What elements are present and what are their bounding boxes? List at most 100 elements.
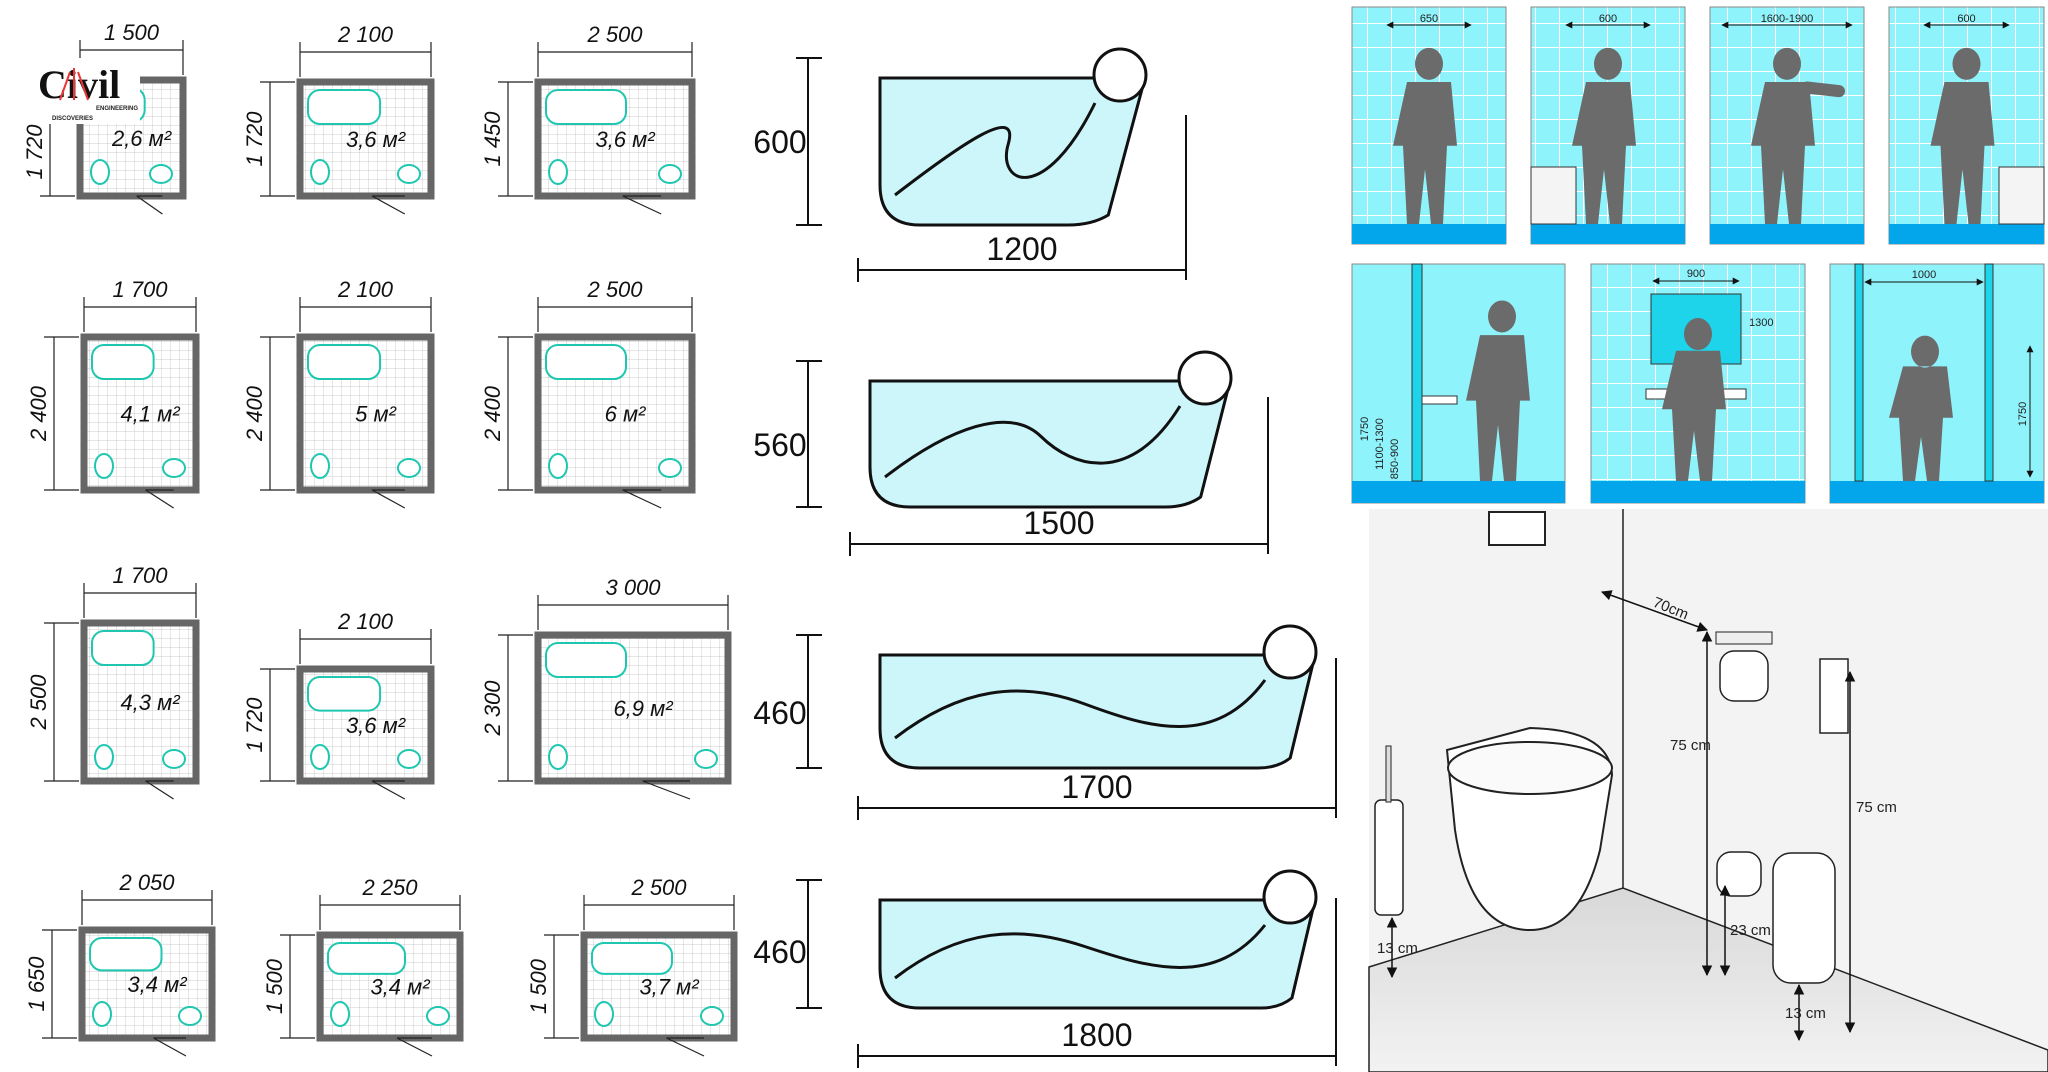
bathtub-fixture [307, 344, 382, 380]
sink-fixture [694, 749, 718, 769]
sink-fixture [397, 164, 421, 184]
posture-width-label: 650 [1420, 13, 1438, 25]
posture-width-label: 1600-1900 [1761, 13, 1814, 25]
posture-panel: 600 [1530, 6, 1686, 245]
height-dimension-line [498, 336, 533, 491]
height-dimension-line [260, 336, 295, 491]
toilet-fixture [548, 159, 568, 185]
floor-strip [1531, 224, 1685, 244]
bathtub-fixture [91, 344, 155, 380]
person-head [1262, 624, 1318, 680]
toilet-fixture [594, 1001, 614, 1027]
floor-strip [1710, 224, 1864, 244]
plan-width-label: 2 100 [337, 609, 394, 634]
plan-height-label: 1 500 [262, 958, 287, 1014]
toilet-seat [1447, 741, 1613, 795]
extended-arm [1801, 81, 1845, 98]
depth-dimension-line [796, 57, 822, 226]
plan-height-label: 2 400 [26, 385, 51, 442]
width-dimension-line [81, 890, 213, 925]
plan-height-label: 2 400 [242, 385, 267, 442]
sink-fixture [397, 458, 421, 478]
bridge-icon [59, 68, 89, 101]
plan-area-label: 3,4 м² [127, 972, 187, 997]
bathtub-fixture [327, 942, 406, 975]
tub-length-label: 1500 [1023, 505, 1094, 541]
plan-width-label: 2 250 [361, 875, 418, 900]
toilet-fixture [90, 159, 110, 185]
toilet-fixture [548, 744, 568, 770]
floor-strip [1889, 224, 2044, 244]
sink-fixture [162, 749, 186, 769]
length-dimension-line [857, 898, 1337, 1068]
width-dimension-line [83, 297, 197, 332]
wall-section [1854, 263, 1864, 482]
bathtub-fixture [545, 89, 627, 125]
width-dimension-line [583, 895, 735, 930]
door-icon [642, 780, 691, 800]
person-silhouette [1572, 47, 1636, 225]
bathtub-fixture [591, 942, 673, 975]
bin-clearance-label: 13 cm [1785, 1005, 1826, 1022]
width-dimension-line [299, 42, 432, 77]
logo-background [36, 58, 140, 124]
plan-area-label: 2,6 м² [111, 126, 172, 151]
person-silhouette [1889, 335, 1953, 481]
width-dimension-line [537, 297, 693, 332]
plan-height-label: 2 500 [26, 674, 51, 731]
mirror-height-label: 1300 [1749, 317, 1773, 329]
height-dimension-line [260, 81, 295, 197]
posture-panel: 1600-1900 [1709, 6, 1865, 245]
width-dimension-line [299, 297, 432, 332]
toilet-fixture [310, 159, 330, 185]
height-dimension-line [544, 934, 579, 1039]
plan-area-label: 6,9 м² [613, 696, 673, 721]
reclining-person [894, 679, 1267, 740]
height-dimension-line [44, 622, 79, 782]
door-icon [371, 489, 406, 509]
length-dimension-line [857, 115, 1187, 282]
height-dimension-line [498, 634, 533, 782]
person-head [1092, 47, 1148, 103]
floor-strip [1830, 481, 2044, 503]
bathtub-edge [1530, 166, 1577, 225]
door-icon [371, 780, 406, 800]
width-dimension-line [83, 583, 197, 618]
person-silhouette [1662, 318, 1726, 481]
height-label: 1100-1300 [1374, 418, 1386, 470]
door-icon [622, 489, 662, 509]
toilet-brush-handle [1385, 745, 1392, 803]
plan-width-label: 2 500 [586, 22, 643, 47]
height-dimension-line [44, 336, 79, 491]
plan-width-label: 1 700 [112, 277, 168, 302]
depth-dimension-line [796, 634, 822, 769]
door-icon [396, 1037, 433, 1057]
reclining-person [884, 405, 1182, 479]
person-head [1177, 350, 1233, 406]
holder-height-label: 75 cm [1670, 737, 1711, 754]
height-dimension-line [498, 81, 533, 197]
door-icon [153, 1037, 187, 1057]
toilet-fixture [310, 744, 330, 770]
plan-area-label: 5 м² [355, 402, 396, 427]
door-icon [145, 780, 174, 800]
plan-height-label: 1 500 [526, 958, 551, 1014]
plan-area-label: 4,3 м² [120, 690, 180, 715]
toilet-fixture [92, 1001, 112, 1027]
person-silhouette [1466, 300, 1530, 482]
reclining-person [894, 102, 1097, 197]
plan-width-label: 2 100 [337, 22, 394, 47]
height-label: 1750 [2017, 402, 2029, 426]
toilet-paper-holder [1719, 650, 1769, 702]
sink-fixture [397, 749, 421, 769]
toilet-brush-holder [1374, 799, 1404, 916]
